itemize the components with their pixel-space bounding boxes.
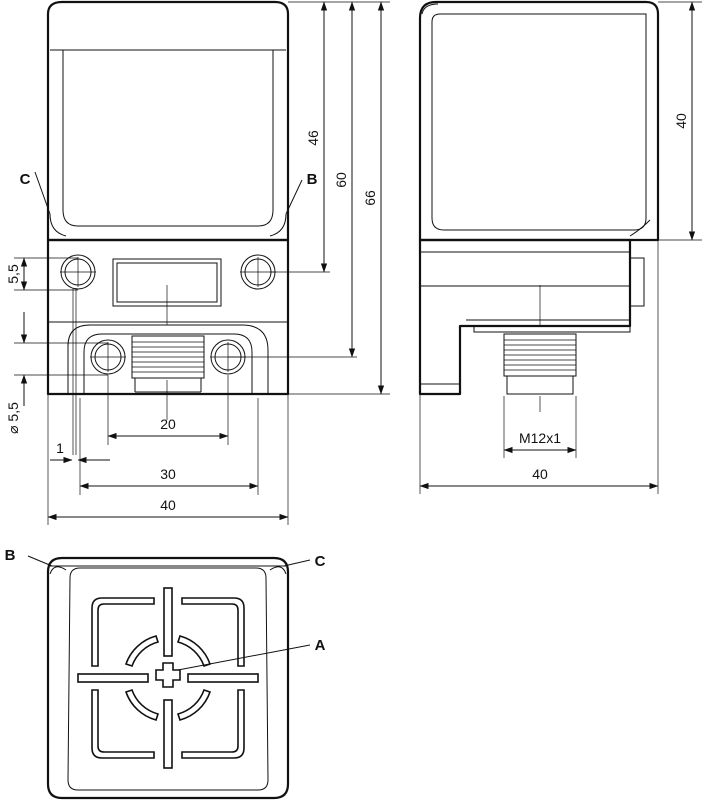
dim-46: 46 bbox=[305, 130, 321, 146]
dim-60: 60 bbox=[333, 172, 349, 188]
top-circle-arcs bbox=[124, 635, 212, 721]
front-dimensions: 46 60 66 5,5 ⌀ 5,5 20 1 30 40 C B bbox=[5, 1, 390, 525]
dim-diameter-5-5: ⌀ 5,5 bbox=[5, 402, 21, 434]
front-view bbox=[46, 0, 290, 455]
dim-1: 1 bbox=[56, 440, 64, 456]
top-cross-bars bbox=[77, 587, 259, 769]
leader-b-top bbox=[27, 555, 53, 567]
leader-c-front bbox=[34, 171, 51, 215]
label-c-top: C bbox=[315, 553, 326, 570]
top-view: B C A bbox=[5, 547, 326, 800]
top-corner-brackets bbox=[91, 597, 245, 759]
center-plus-led bbox=[155, 662, 181, 688]
front-centre-lines bbox=[60, 257, 276, 455]
dim-5-5-pitch: 5,5 bbox=[5, 264, 21, 284]
dim-20: 20 bbox=[160, 416, 176, 432]
label-c-front: C bbox=[20, 171, 31, 188]
leader-a-top bbox=[177, 644, 311, 671]
label-b-top: B bbox=[5, 547, 16, 564]
leader-c-top bbox=[283, 559, 311, 567]
front-connector-thread bbox=[131, 335, 205, 393]
dim-40-side-height: 40 bbox=[673, 113, 689, 129]
dim-40-front: 40 bbox=[160, 497, 176, 513]
label-a-top: A bbox=[315, 637, 326, 654]
leader-b-front bbox=[285, 179, 303, 215]
dim-40-side-width: 40 bbox=[532, 466, 548, 482]
label-b-front: B bbox=[307, 171, 318, 188]
dim-66: 66 bbox=[362, 190, 378, 206]
dim-30: 30 bbox=[160, 466, 176, 482]
dim-m12x1: M12x1 bbox=[519, 430, 561, 446]
side-connector-thread bbox=[473, 325, 631, 395]
side-view bbox=[418, 0, 660, 412]
side-dimensions: 40 M12x1 40 bbox=[419, 1, 702, 494]
